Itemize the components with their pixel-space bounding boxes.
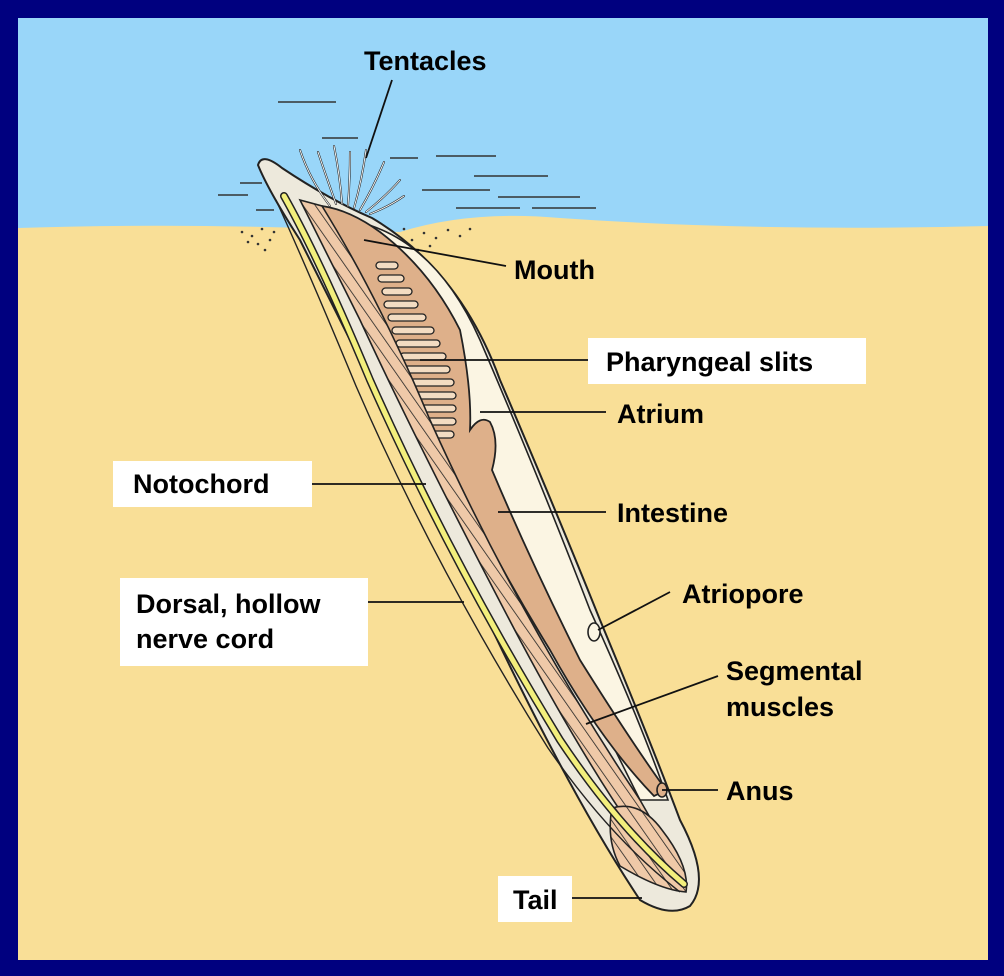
label-mouth: Mouth [514, 255, 595, 285]
label-intestine: Intestine [617, 498, 728, 528]
label-atriopore: Atriopore [682, 579, 804, 609]
label-nerve-cord-line1: Dorsal, hollow [136, 589, 322, 619]
label-pharyngeal-slits: Pharyngeal slits [606, 347, 813, 377]
water [18, 18, 988, 232]
atriopore [588, 623, 600, 641]
label-segmental-line1: Segmental [726, 656, 863, 686]
label-tail: Tail [513, 885, 558, 915]
label-tentacles: Tentacles [364, 46, 487, 76]
label-notochord: Notochord [133, 469, 269, 499]
label-anus: Anus [726, 776, 794, 806]
label-atrium: Atrium [617, 399, 704, 429]
label-segmental-line2: muscles [726, 692, 834, 722]
label-nerve-cord-line2: nerve cord [136, 624, 274, 654]
